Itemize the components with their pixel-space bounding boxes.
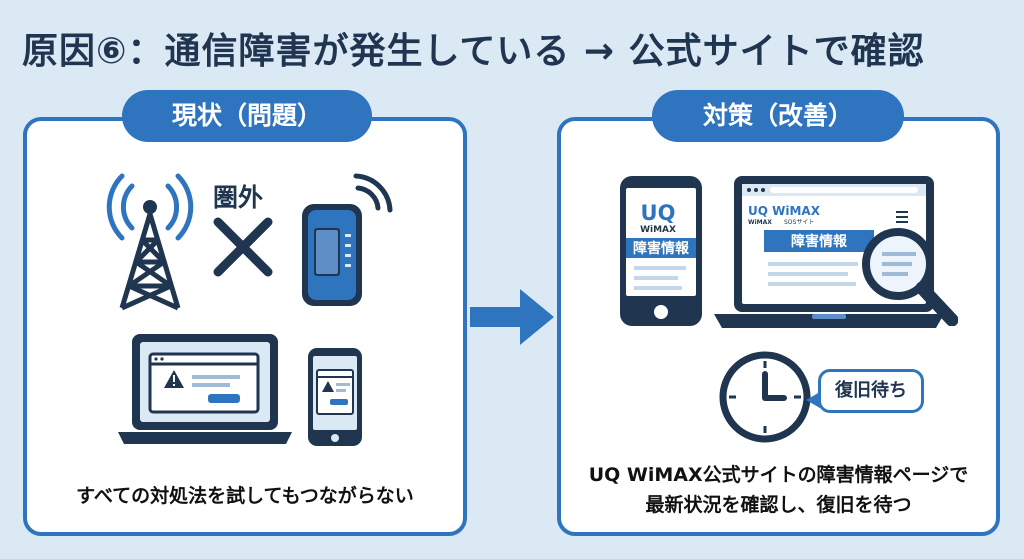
current-state-heading: 現状（問題） — [122, 90, 372, 142]
phone-warning-icon — [308, 348, 362, 446]
browser-site-label: SOSサイト — [784, 219, 814, 226]
current-state-panel — [23, 117, 467, 536]
speech-bubble-tail — [806, 392, 820, 408]
browser-brand-small: WiMAX — [748, 219, 772, 226]
countermeasure-caption-line1: UQ WiMAX公式サイトの障害情報ページで — [588, 464, 969, 486]
cross-icon — [213, 217, 273, 277]
current-state-caption: すべての対処法を試してもつながらない — [76, 485, 414, 507]
countermeasure-caption: UQ WiMAX公式サイトの障害情報ページで 最新状況を確認し、復旧を待つ — [557, 460, 1000, 520]
countermeasure-heading: 対策（改善） — [652, 90, 904, 142]
laptop-warning-icon — [118, 334, 292, 444]
signal-tower-icon — [106, 173, 194, 311]
phone-brand-top: UQ — [641, 201, 676, 225]
page-title: 原因⑥：通信障害が発生している → 公式サイトで確認 — [22, 31, 925, 72]
clock-icon — [719, 351, 811, 443]
phone-brand-bottom: WiMAX — [640, 225, 676, 235]
phone-banner: 障害情報 — [633, 240, 690, 257]
arrow-right-icon — [470, 289, 554, 345]
speech-bubble-icon: 復旧待ち — [818, 369, 924, 413]
out-of-service-label: 圏外 — [213, 183, 264, 212]
browser-banner: 障害情報 — [791, 233, 848, 250]
browser-brand: UQ WiMAX — [748, 204, 821, 218]
countermeasure-caption-line2: 最新状況を確認し、復旧を待つ — [645, 494, 912, 516]
phone-status-icon: UQ WiMAX 障害情報 — [620, 176, 702, 326]
magnifier-icon — [862, 228, 958, 326]
wifi-router-icon — [302, 173, 393, 306]
